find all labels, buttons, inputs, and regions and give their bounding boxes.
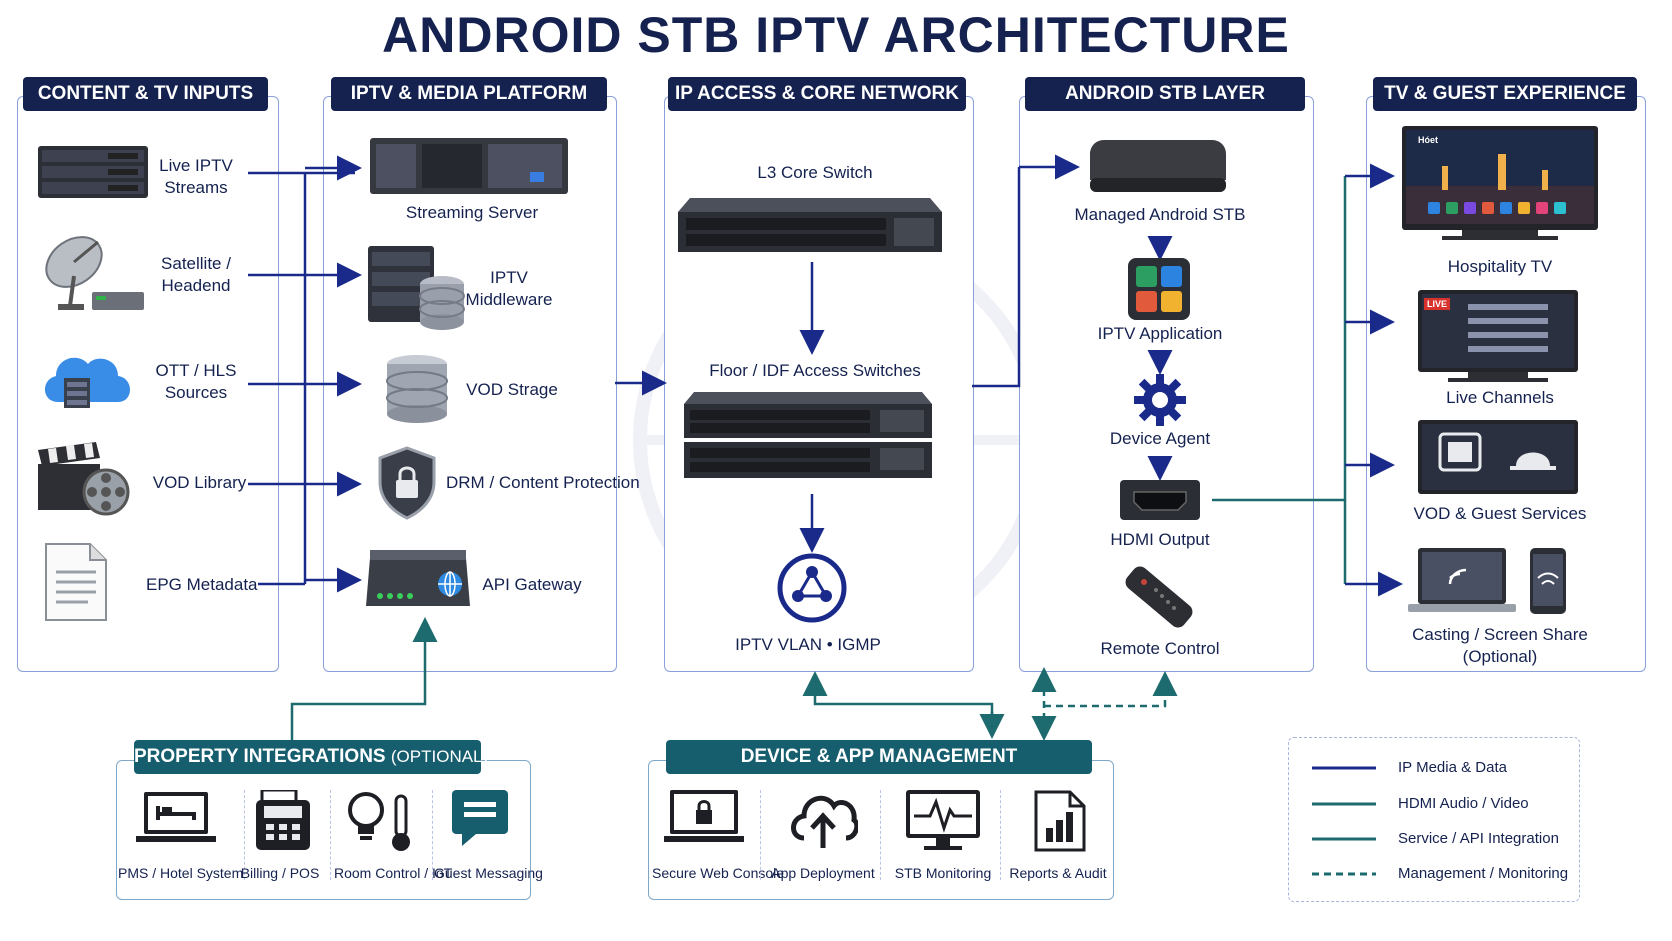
label-vod-library: VOD Library: [152, 473, 247, 492]
divider: [1000, 790, 1002, 880]
label-live-iptv-streams: Live IPTV Streams: [159, 156, 233, 197]
label-billing-pos: Billing / POS: [240, 865, 320, 881]
label-drm-content-protection: DRM / Content Protection: [446, 473, 640, 492]
label-pms-hotel-system: PMS / Hotel System: [118, 865, 244, 881]
header-property-integrations: PROPERTY INTEGRATIONS (OPTIONAL): [134, 740, 488, 774]
hospitality-tv-icon: [1402, 126, 1598, 240]
divider: [244, 790, 246, 880]
panel-core-network: [664, 96, 974, 672]
label-reports-audit: Reports & Audit: [1009, 865, 1107, 881]
legend-ip-media-data: IP Media & Data: [1398, 759, 1507, 776]
tv-brand-text: Hóet: [1418, 135, 1438, 145]
streaming-server-icon: [370, 138, 568, 194]
label-guest-messaging: Guest Messaging: [434, 865, 543, 881]
document-icon: [45, 543, 107, 621]
core-switch-icon: [678, 198, 942, 252]
label-l3-core-switch: L3 Core Switch: [757, 163, 873, 182]
divider: [432, 790, 434, 880]
label-hospitality-tv: Hospitality TV: [1447, 257, 1553, 276]
label-remote-control: Remote Control: [1100, 639, 1220, 658]
label-hdmi-output: HDMI Output: [1110, 530, 1210, 549]
label-epg-metadata: EPG Metadata: [146, 575, 258, 594]
label-room-control-iot: Room Control / IoT: [334, 865, 453, 881]
label-satellite-headend: Satellite / Headend: [161, 254, 231, 295]
gear-icon: [1134, 374, 1186, 426]
hdmi-port-icon: [1120, 480, 1200, 520]
shield-lock-icon: [378, 446, 436, 520]
property-integrations-suffix: (OPTIONAL): [390, 747, 489, 766]
message-bubble-icon: [452, 790, 508, 846]
api-gateway-icon: [366, 550, 470, 606]
label-casting-screen-share: Casting / Screen Share (Optional): [1412, 625, 1588, 666]
server-rack-icon: [38, 146, 148, 198]
remote-control-icon: [1125, 566, 1193, 628]
label-secure-web-console: Secure Web Console: [652, 865, 785, 881]
vlan-network-icon: [777, 553, 847, 623]
legend-hdmi-audio-video: HDMI Audio / Video: [1398, 795, 1529, 812]
divider: [760, 790, 762, 880]
header-stb-layer: ANDROID STB LAYER: [1025, 77, 1305, 111]
label-stb-monitoring: STB Monitoring: [894, 865, 992, 881]
vod-services-tv-icon: [1418, 420, 1578, 494]
monitor-pulse-icon: [906, 790, 980, 850]
laptop-bed-icon: [136, 792, 216, 842]
divider: [880, 790, 882, 880]
label-vod-storage: VOD Strage: [466, 380, 558, 399]
cloud-upload-icon: [791, 795, 858, 848]
iptv-app-icon: [1128, 258, 1190, 320]
report-chart-icon: [1034, 790, 1086, 852]
satellite-dish-icon: [45, 236, 144, 310]
label-api-gateway: API Gateway: [482, 575, 582, 594]
middleware-server-icon: [368, 246, 465, 330]
label-managed-android-stb: Managed Android STB: [1074, 205, 1246, 224]
label-app-deployment: App Deployment: [771, 865, 875, 881]
live-channels-tv-icon: [1418, 290, 1578, 382]
legend-management-monitoring: Management / Monitoring: [1398, 865, 1569, 882]
legend-service-api-integration: Service / API Integration: [1398, 830, 1559, 847]
label-vod-guest-services: VOD & Guest Services: [1413, 504, 1587, 523]
access-switches-icon: [684, 392, 932, 478]
cloud-server-icon: [44, 357, 130, 408]
database-icon: [386, 355, 448, 423]
legend-swatches: [1312, 766, 1376, 876]
divider: [330, 790, 332, 880]
header-guest-experience: TV & GUEST EXPERIENCE: [1373, 77, 1637, 111]
label-iptv-vlan-igmp: IPTV VLAN • IGMP: [735, 635, 881, 654]
pos-terminal-icon: [256, 790, 310, 850]
casting-devices-icon: [1408, 548, 1566, 614]
bulb-thermometer-icon: [348, 792, 410, 851]
header-core-network: IP ACCESS & CORE NETWORK: [668, 77, 966, 111]
label-iptv-application: IPTV Application: [1097, 324, 1223, 343]
header-media-platform: IPTV & MEDIA PLATFORM: [331, 77, 607, 111]
label-access-switches: Floor / IDF Access Switches: [709, 361, 921, 380]
label-iptv-middleware: IPTV Middleware: [465, 268, 553, 309]
label-ott-hls-sources: OTT / HLS Sources: [155, 361, 237, 402]
header-content-inputs: CONTENT & TV INPUTS: [23, 77, 268, 111]
film-clapper-icon: [38, 442, 130, 516]
label-streaming-server: Streaming Server: [405, 203, 539, 222]
label-device-agent: Device Agent: [1109, 429, 1211, 448]
property-integrations-title: PROPERTY INTEGRATIONS: [134, 746, 386, 767]
label-live-channels: Live Channels: [1446, 388, 1554, 407]
android-stb-icon: [1090, 140, 1226, 192]
live-badge: LIVE: [1424, 298, 1451, 310]
page-title: ANDROID STB IPTV ARCHITECTURE: [382, 7, 1290, 63]
laptop-lock-icon: [664, 790, 744, 842]
header-device-management: DEVICE & APP MANAGEMENT: [666, 740, 1092, 774]
